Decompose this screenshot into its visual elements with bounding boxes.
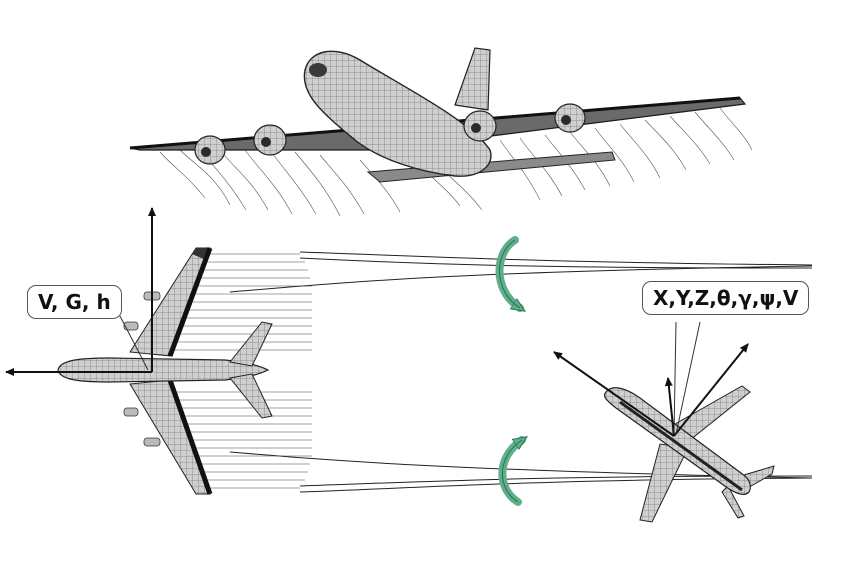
- aircraft-planform: [5, 207, 312, 495]
- wing-rotated-lower: [639, 443, 689, 523]
- wake-hatching: [156, 253, 312, 489]
- fuselage-planform: [57, 357, 270, 383]
- rotation-arrow-lower: [498, 440, 522, 506]
- callout-pointer-right: [673, 321, 677, 435]
- wing-lower: [129, 379, 211, 495]
- wake-streaks-3d: [159, 107, 753, 217]
- htail-3d: [366, 151, 616, 183]
- tail-planform: [229, 321, 273, 367]
- callout-pointer-left: [119, 315, 149, 371]
- vtail-3d: [454, 47, 491, 111]
- final-state-label: X,Y,Z,θ,γ,ψ,V: [642, 281, 810, 315]
- aircraft-rotated: [553, 321, 775, 523]
- fuselage-3d: [303, 50, 492, 177]
- fuselage-rotated: [603, 387, 751, 495]
- initial-state-label: V, G, h: [27, 285, 122, 319]
- aircraft-3d-top: [129, 47, 753, 217]
